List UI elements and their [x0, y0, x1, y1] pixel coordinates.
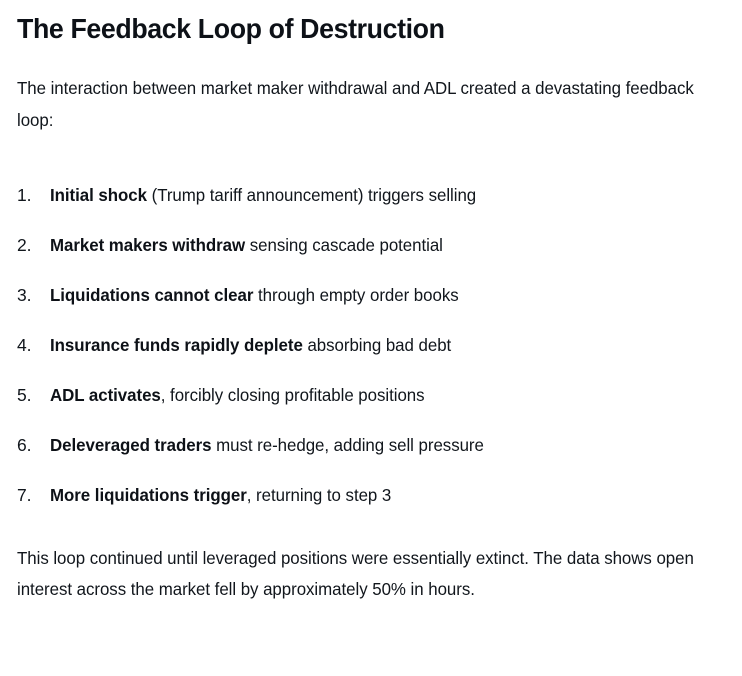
list-item: 4. Insurance funds rapidly deplete absor… [17, 320, 722, 370]
list-item: 2. Market makers withdraw sensing cascad… [17, 220, 722, 270]
list-item-lead: More liquidations trigger [50, 484, 247, 505]
list-item: 1. Initial shock (Trump tariff announcem… [17, 170, 722, 220]
list-item-rest: , forcibly closing profitable positions [160, 384, 425, 405]
list-item-lead: ADL activates [50, 384, 161, 405]
list-item-marker: 6. [17, 434, 32, 455]
list-item-rest: must re-hedge, adding sell pressure [211, 434, 484, 455]
list-item: 3. Liquidations cannot clear through emp… [17, 270, 722, 320]
list-item-text: More liquidations trigger, returning to … [50, 470, 391, 520]
list-item: 6. Deleveraged traders must re-hedge, ad… [17, 420, 722, 470]
list-item-text: ADL activates, forcibly closing profitab… [50, 370, 425, 420]
list-item-lead: Initial shock [50, 184, 147, 205]
list-item-text: Liquidations cannot clear through empty … [50, 270, 459, 320]
list-item: 7. More liquidations trigger, returning … [17, 470, 722, 520]
list-item-marker: 2. [17, 234, 32, 255]
feedback-loop-list: 1. Initial shock (Trump tariff announcem… [17, 137, 722, 520]
list-item-lead: Market makers withdraw [50, 234, 246, 255]
list-item-lead: Deleveraged traders [50, 434, 212, 455]
list-item-lead: Insurance funds rapidly deplete [50, 334, 303, 355]
list-item-text: Deleveraged traders must re-hedge, addin… [50, 420, 484, 470]
page-title: The Feedback Loop of Destruction [17, 13, 445, 44]
list-item-text: Initial shock (Trump tariff announcement… [50, 170, 476, 220]
list-item: 5. ADL activates, forcibly closing profi… [17, 370, 722, 420]
list-item-text: Insurance funds rapidly deplete absorbin… [50, 320, 451, 370]
list-item-rest: through empty order books [253, 284, 459, 305]
list-item-rest: (Trump tariff announcement) triggers sel… [146, 184, 477, 205]
list-item-marker: 5. [17, 384, 32, 405]
list-item-marker: 7. [17, 484, 32, 505]
list-item-rest: absorbing bad debt [302, 334, 452, 355]
list-item-marker: 3. [17, 284, 32, 305]
list-item-rest: , returning to step 3 [246, 484, 392, 505]
list-item-text: Market makers withdraw sensing cascade p… [50, 220, 443, 270]
intro-paragraph: The interaction between market maker wit… [17, 78, 694, 130]
list-item-marker: 1. [17, 184, 32, 205]
list-item-marker: 4. [17, 334, 32, 355]
closing-paragraph: This loop continued until leveraged posi… [17, 547, 694, 600]
list-item-rest: sensing cascade potential [245, 234, 443, 255]
list-item-lead: Liquidations cannot clear [50, 284, 254, 305]
